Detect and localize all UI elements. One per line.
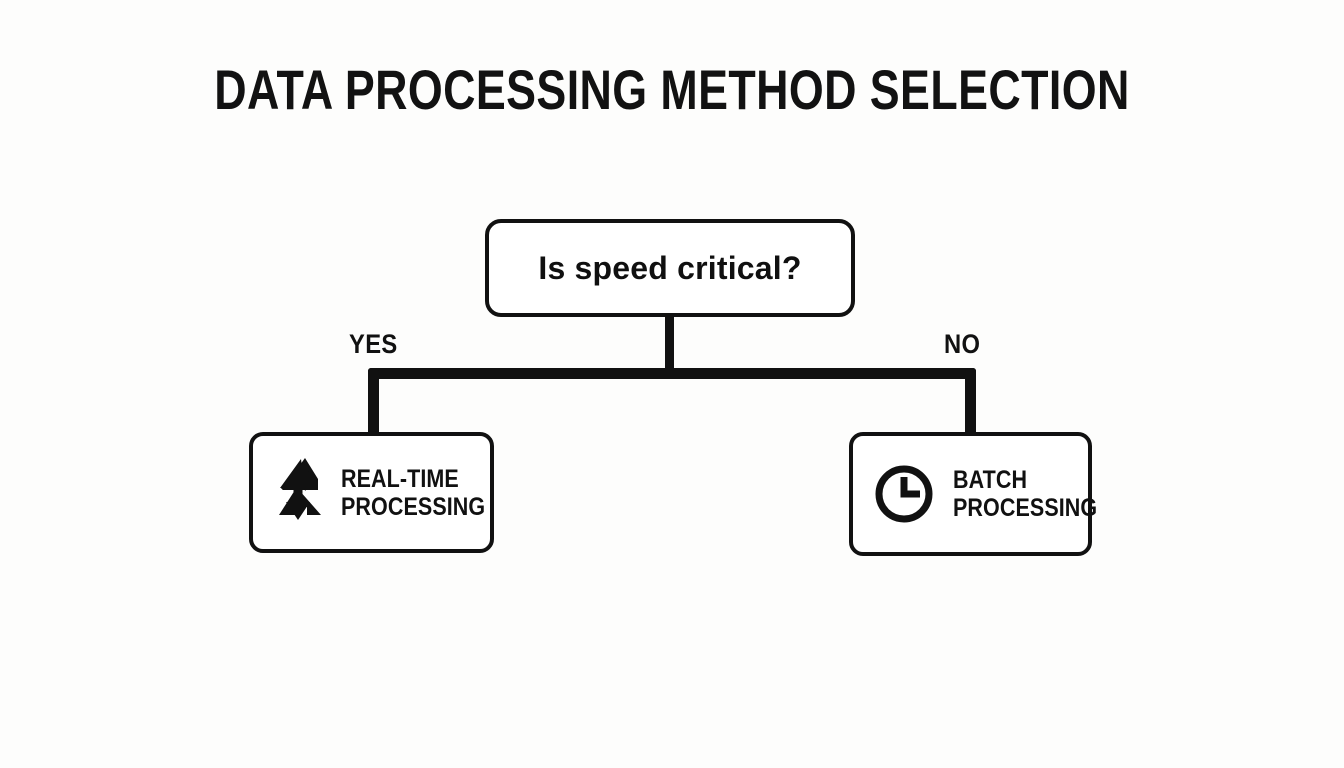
outcome-label-line1: REAL-TIME bbox=[341, 464, 459, 493]
outcome-label-batch-processing: BATCH PROCESSING bbox=[953, 466, 1097, 522]
connector-no-drop bbox=[965, 368, 976, 436]
outcome-node-batch-processing[interactable]: BATCH PROCESSING bbox=[849, 432, 1097, 556]
decision-node-is-speed-critical[interactable]: Is speed critical? bbox=[485, 219, 855, 317]
outcome-node-real-time-processing[interactable]: REAL-TIME PROCESSING bbox=[249, 432, 494, 553]
decision-node-label: Is speed critical? bbox=[538, 249, 802, 286]
outcome-label-line1: BATCH bbox=[953, 466, 1028, 494]
connector-decision-stem bbox=[665, 315, 674, 375]
lightning-bolt-icon bbox=[275, 457, 321, 529]
branch-label-no: NO bbox=[944, 329, 981, 359]
branch-label-yes: YES bbox=[349, 329, 398, 359]
page-title: DATA PROCESSING METHOD SELECTION bbox=[214, 58, 1130, 121]
connector-horizontal-bar bbox=[368, 368, 976, 379]
outcome-label-real-time-processing: REAL-TIME PROCESSING bbox=[341, 465, 485, 521]
outcome-label-line2: PROCESSING bbox=[953, 494, 1098, 522]
outcome-label-line2: PROCESSING bbox=[341, 492, 486, 521]
clock-icon bbox=[873, 463, 935, 525]
connector-yes-drop bbox=[368, 368, 379, 436]
